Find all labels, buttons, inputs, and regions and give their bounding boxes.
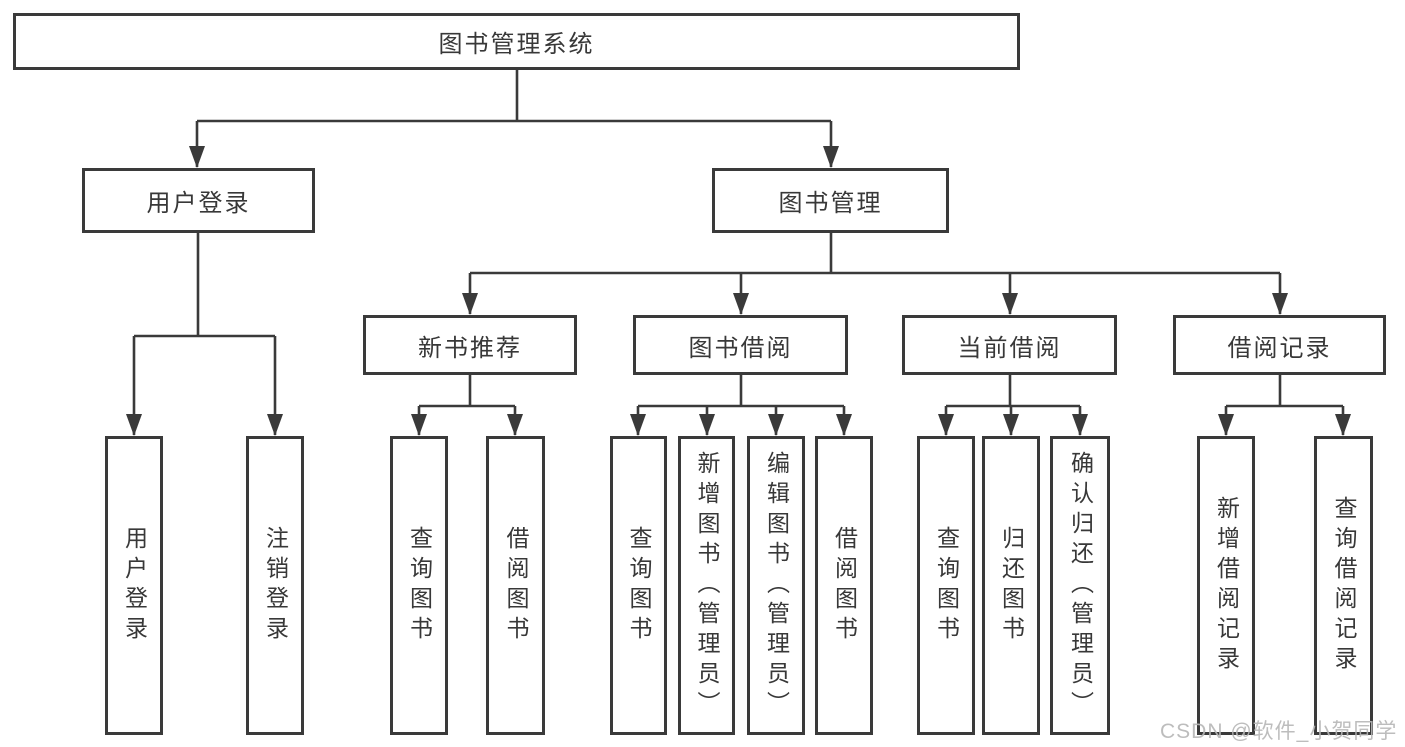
leaf-query-books-current-label: 查询图书 — [933, 525, 960, 646]
node-current-borrowing: 当前借阅 — [902, 315, 1117, 375]
leaf-borrow-books-recommend-label: 借阅图书 — [503, 525, 529, 646]
leaf-add-book-admin-label: 新增图书（管理员） — [694, 450, 720, 721]
leaf-user-login-label: 用户登录 — [121, 525, 148, 646]
leaf-edit-book-admin: 编辑图书（管理员） — [747, 436, 805, 735]
leaf-query-books-recommend-label: 查询图书 — [406, 525, 433, 646]
leaf-add-borrow-record: 新增借阅记录 — [1197, 436, 1255, 735]
leaf-borrow-books-recommend: 借阅图书 — [486, 436, 545, 735]
leaf-borrow-books-borrowing: 借阅图书 — [815, 436, 873, 735]
node-borrowing-records: 借阅记录 — [1173, 315, 1386, 375]
leaf-query-books-borrowing: 查询图书 — [610, 436, 667, 735]
node-book-management: 图书管理 — [712, 168, 949, 233]
leaf-query-books-recommend: 查询图书 — [390, 436, 448, 735]
leaf-add-borrow-record-label: 新增借阅记录 — [1213, 495, 1240, 676]
watermark-text: CSDN @软件_小贺同学 — [1160, 720, 1398, 743]
leaf-add-book-admin: 新增图书（管理员） — [678, 436, 735, 735]
node-user-login: 用户登录 — [82, 168, 315, 233]
leaf-return-books-label: 归还图书 — [998, 525, 1025, 646]
leaf-confirm-return-admin: 确认归还（管理员） — [1050, 436, 1110, 735]
leaf-edit-book-admin-label: 编辑图书（管理员） — [763, 450, 790, 721]
leaf-query-borrow-record: 查询借阅记录 — [1314, 436, 1373, 735]
leaf-borrow-books-borrowing-label: 借阅图书 — [831, 525, 858, 646]
leaf-return-books: 归还图书 — [982, 436, 1040, 735]
leaf-query-books-borrowing-label: 查询图书 — [626, 525, 652, 646]
leaf-query-borrow-record-label: 查询借阅记录 — [1331, 495, 1357, 676]
leaf-query-books-current: 查询图书 — [917, 436, 975, 735]
leaf-user-login: 用户登录 — [105, 436, 163, 735]
node-new-book-recommendation: 新书推荐 — [363, 315, 577, 375]
leaf-logout: 注销登录 — [246, 436, 304, 735]
node-library-management-system: 图书管理系统 — [13, 13, 1020, 70]
leaf-logout-label: 注销登录 — [262, 525, 289, 646]
node-book-borrowing: 图书借阅 — [633, 315, 848, 375]
leaf-confirm-return-admin-label: 确认归还（管理员） — [1067, 450, 1094, 721]
